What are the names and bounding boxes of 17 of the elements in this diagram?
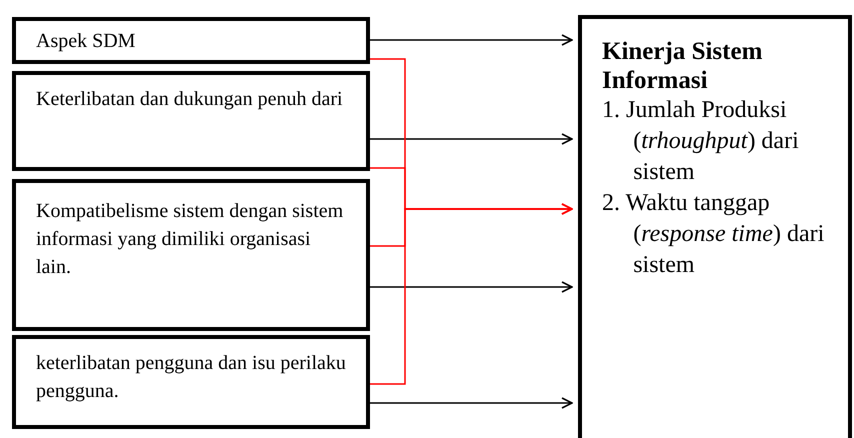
factor-box (12, 17, 370, 64)
factor-box (12, 179, 370, 331)
box-heading: Kinerja Sistem Informasi (602, 37, 764, 95)
arrow (370, 203, 573, 385)
factor-text: keterlibatan pengguna dan isu perilaku pengguna. (36, 351, 346, 404)
output-box (578, 15, 852, 438)
factor-box (12, 335, 370, 429)
factor-text: Keterlibatan dan dukungan penuh dari (36, 87, 344, 112)
arrow (370, 397, 573, 409)
arrow (370, 281, 573, 293)
factor-box (12, 71, 370, 171)
arrow (370, 34, 573, 46)
list-item: 1. Jumlah Produksi (trhoughput) dari sistem (602, 96, 800, 187)
list-item: 2. Waktu tanggap (response time) dari sistem (602, 189, 826, 280)
factor-text: Kompatibelisme sistem dengan sistem informasi yang dimiliki organisasi lain. (36, 199, 344, 280)
arrow (370, 133, 573, 145)
factor-text: Aspek SDM (36, 29, 136, 54)
